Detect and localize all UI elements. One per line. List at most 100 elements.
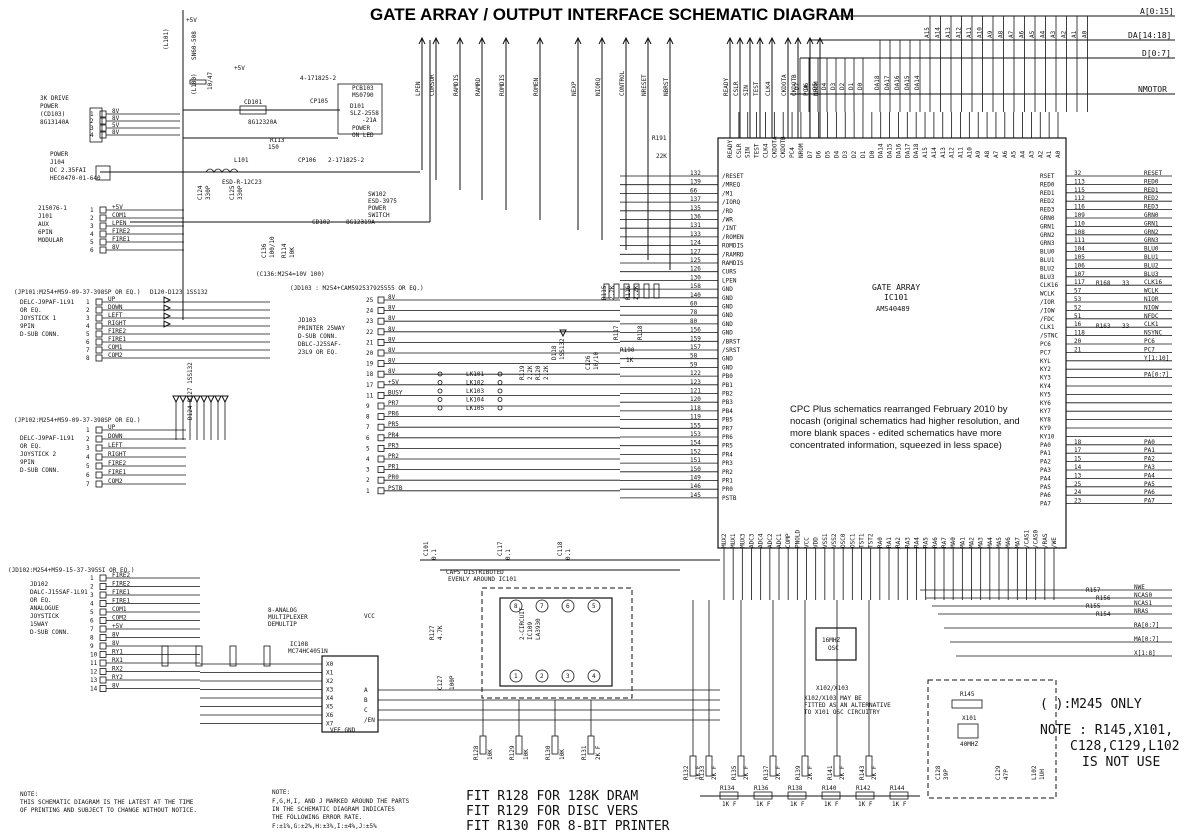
note-right: ( ):M245 ONLY NOTE : R145,X101, C128,C12…: [1040, 697, 1180, 770]
resistor-label: R117: [613, 325, 620, 340]
svg-text:X102/X103: X102/X103: [816, 685, 849, 692]
resistor-icon: [613, 283, 620, 299]
arrow-icon: [418, 36, 426, 45]
a-bus-name: A14: [935, 27, 942, 38]
connector-text: 3K DRIVE: [40, 95, 69, 102]
pin-name: 8V: [112, 108, 120, 115]
gate-array-left-pin: PSTB: [722, 495, 737, 502]
gate-array-bottom-pin: MA4: [987, 537, 994, 548]
arrow-icon: [622, 36, 630, 45]
svg-text:L102: L102: [1031, 765, 1038, 780]
d-bus-name: D6: [803, 82, 810, 90]
resistor-value: 22K: [656, 153, 667, 160]
gate-array-right-pin: KY2: [1040, 366, 1051, 373]
svg-text:X102/X103 MAY BE: X102/X103 MAY BE: [804, 695, 862, 702]
pin-number: 113: [1074, 178, 1085, 185]
pin-square: [99, 117, 107, 125]
connector-text: JD103: [298, 317, 316, 324]
gate-array-top-pin: A8: [984, 150, 991, 158]
a-bus-name: A0: [1082, 30, 1089, 38]
capacitor-value: 10/10: [593, 352, 600, 370]
pin-square: [95, 298, 103, 306]
gate-array-bottom-pin: ADC4: [758, 533, 765, 548]
svg-text:40MHZ: 40MHZ: [960, 741, 978, 748]
svg-text:+5V: +5V: [234, 65, 245, 72]
svg-text:150: 150: [268, 144, 279, 151]
svg-text:D101: D101: [350, 103, 365, 110]
signal-label: NRESET: [641, 74, 648, 96]
gate-array-ref: IC101: [884, 293, 908, 302]
svg-text:C125: C125: [229, 185, 236, 200]
svg-text:EVENLY AROUND IC101: EVENLY AROUND IC101: [448, 576, 517, 583]
pin-name: RY2: [112, 674, 123, 681]
signal-label: CKDOTA: [781, 74, 788, 96]
resistor-icon: [603, 283, 610, 299]
connector-text: 8G13140A: [40, 119, 69, 126]
pin-name: 8V: [112, 683, 120, 690]
diode-label: D118: [551, 345, 558, 360]
svg-text:NOTE:: NOTE:: [272, 789, 290, 796]
svg-text:nocash (original schematics ha: nocash (original schematics had higher r…: [790, 416, 1020, 427]
svg-text:C101: C101: [423, 541, 430, 556]
pin-name: FIRE2: [112, 572, 130, 579]
gate-array-right-pin: RED1: [1040, 190, 1055, 197]
resistor-label: R168: [1096, 280, 1111, 287]
pin-square: [377, 370, 385, 378]
da-bus-name: DA16: [894, 75, 901, 90]
pin-number: 6: [86, 472, 90, 479]
pin-number: 120: [690, 396, 701, 403]
resistor-value: 2K F: [871, 765, 878, 780]
resistor-value: 10K: [523, 749, 530, 760]
pin-square: [377, 423, 385, 431]
gate-array-left-pin: PR0: [722, 486, 733, 493]
resistor-value: 2K F: [775, 765, 782, 780]
pin-number: 59: [690, 361, 698, 368]
svg-text:39P: 39P: [943, 769, 950, 780]
link-pad: [497, 388, 503, 394]
gate-array-bottom-pin: TST1: [859, 533, 866, 548]
diode-icon: [163, 312, 172, 320]
gate-array-right-pin: /IOW: [1040, 307, 1055, 314]
gate-array-right-pin: PA1: [1040, 450, 1051, 457]
net-label: PA7: [1144, 498, 1155, 505]
pin-square: [99, 668, 107, 675]
power-jack: [95, 165, 111, 181]
net-label: PA5: [1144, 481, 1155, 488]
gate-array-left-pin: PB5: [722, 417, 733, 424]
net-label: PA[0:7]: [1144, 372, 1169, 379]
pin-number: 6: [90, 618, 94, 625]
resistor-value: 2.2K: [609, 285, 616, 300]
pin-number: 8: [90, 635, 94, 642]
pin-number: 131: [690, 222, 701, 229]
pin-number: 127: [690, 248, 701, 255]
pin-square: [377, 402, 385, 410]
svg-text:100/10: 100/10: [269, 236, 276, 258]
pin-name: PR4: [388, 432, 399, 439]
pin-square: [95, 435, 103, 443]
gate-array-bottom-pin: MA5: [996, 537, 1003, 548]
gate-array-right-pin: PA2: [1040, 459, 1051, 466]
pin-name: +5V: [112, 623, 123, 630]
gate-array-bottom-pin: RA3: [904, 537, 911, 548]
resistor-icon: [821, 791, 841, 800]
resistor-value: 2.2K: [527, 365, 534, 380]
svg-text:THIS SCHEMATIC DIAGRAM IS THE: THIS SCHEMATIC DIAGRAM IS THE LATEST AT …: [20, 799, 194, 806]
pin-circle: [509, 669, 523, 683]
svg-text:R113: R113: [270, 137, 285, 144]
pin-name: COM2: [108, 478, 123, 485]
resistor-label: R135: [731, 765, 738, 780]
gate-array-right-pin: PA0: [1040, 442, 1051, 449]
pin-square: [99, 574, 107, 582]
pin-number: 140: [690, 292, 701, 299]
pin-square: [99, 600, 107, 607]
gate-array-bottom-pin: RA5: [923, 537, 930, 548]
pin-number: 52: [1074, 304, 1082, 311]
pin-square: [99, 634, 107, 641]
pin-number: 11: [366, 392, 374, 399]
resistor-value: 1K F: [824, 801, 839, 808]
pin-number: 159: [690, 335, 701, 342]
